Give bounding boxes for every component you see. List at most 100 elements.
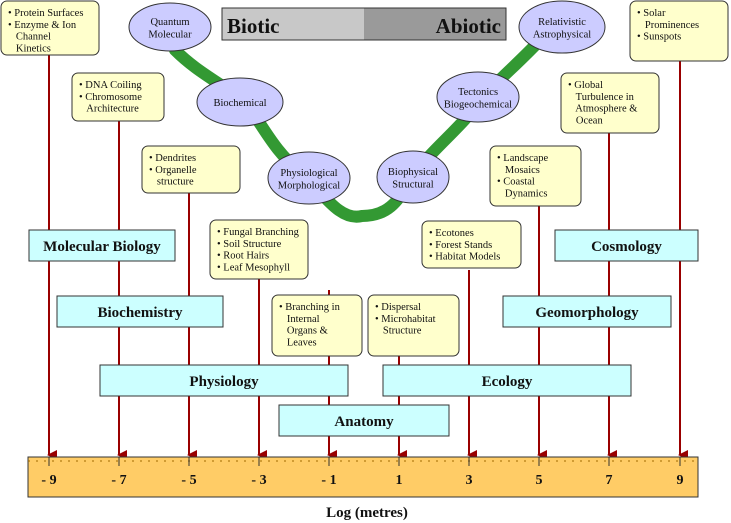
axis-label: Log (metres) [326, 505, 408, 521]
note-line: Ocean [568, 115, 603, 126]
field-physiology: Physiology [99, 364, 349, 397]
note-line: • Soil Structure [217, 239, 282, 250]
field-label: Molecular Biology [43, 239, 161, 255]
note-ecotones: • Ecotones• Forest Stands• Habitat Model… [421, 220, 522, 269]
field-box [502, 295, 672, 328]
note-line: • Sunspots [637, 32, 681, 43]
ellipse-label: Quantum [150, 17, 189, 28]
note-line: • Coastal [497, 177, 535, 188]
note-line: • Organelle [149, 165, 197, 176]
note-line: • Ecotones [429, 228, 474, 239]
note-box [560, 72, 660, 134]
ellipse-shape [196, 77, 284, 127]
note-landscape-mosaics: • Landscape Mosaics• Coastal Dynamics [489, 145, 582, 207]
field-anatomy: Anatomy [278, 404, 450, 437]
note-line: • DNA Coiling [79, 80, 142, 91]
note-fungal-branching: • Fungal Branching• Soil Structure• Root… [209, 219, 309, 280]
tick-label-minus-9: - 9 [41, 473, 56, 488]
biotic-abiotic-header: Biotic Abiotic [221, 7, 507, 41]
field-box [56, 295, 224, 328]
header-frame [221, 7, 507, 41]
field-box [554, 229, 699, 262]
note-line: Turbulence in [568, 92, 635, 103]
note-line: • Dispersal [375, 302, 421, 313]
field-ecology: Ecology [382, 364, 632, 397]
tick-label-3: 3 [466, 473, 473, 488]
note-line: Leaves [279, 337, 317, 348]
note-line: • Solar [637, 8, 666, 19]
note-line: Channel [8, 32, 51, 43]
field-biochemistry: Biochemistry [56, 295, 224, 328]
ellipse-label: Molecular [148, 29, 192, 40]
ellipse-label: Physiological [280, 168, 337, 179]
note-box [367, 294, 460, 357]
header-abiotic-label: Abiotic [436, 14, 501, 38]
note-box [71, 72, 165, 122]
tick-label-minus-7: - 7 [111, 473, 126, 488]
field-cosmology: Cosmology [554, 229, 699, 262]
note-line: Kinetics [8, 43, 51, 54]
note-solar-prominences: • Solar Prominences• Sunspots [629, 0, 729, 62]
discipline-boxes: Molecular BiologyBiochemistryPhysiologyA… [28, 229, 699, 437]
note-line: • Habitat Models [429, 252, 500, 263]
note-line: Mosaics [497, 165, 540, 176]
tick-label-9: 9 [677, 473, 684, 488]
ellipse-shape [518, 0, 606, 54]
field-box [382, 364, 632, 397]
tick-label-minus-3: - 3 [251, 473, 266, 488]
field-label: Biochemistry [98, 305, 183, 321]
header-biotic-panel [222, 8, 364, 40]
note-line: • Landscape [497, 153, 549, 164]
note-line: • Dendrites [149, 153, 196, 164]
note-line: • Root Hairs [217, 251, 269, 262]
note-line: • Leaf Mesophyll [217, 262, 290, 273]
example-notes: • Protein Surfaces• Enzyme & Ion Channel… [0, 0, 729, 357]
ellipse-label: Relativistic [538, 17, 586, 28]
field-label: Physiology [189, 374, 259, 390]
note-line: • Chromosome [79, 92, 142, 103]
note-line: Dynamics [497, 188, 547, 199]
note-box [271, 294, 363, 357]
note-line: Organs & [279, 326, 328, 337]
note-branching-organs: • Branching in Internal Organs & Leaves [271, 294, 363, 357]
field-box [28, 229, 176, 262]
tick-label-1: 1 [396, 473, 403, 488]
note-line: structure [149, 177, 194, 188]
note-line: Atmosphere & [568, 104, 637, 115]
header-biotic-label: Biotic [227, 14, 280, 38]
ellipse-label: Astrophysical [533, 29, 591, 40]
ellipse-label: Biochemical [213, 98, 266, 109]
note-line: Structure [375, 326, 422, 337]
note-line: • Forest Stands [429, 240, 492, 251]
note-box [629, 0, 729, 62]
ruler-bar [27, 456, 699, 498]
field-box [99, 364, 349, 397]
note-line: • Enzyme & Ion [8, 20, 77, 31]
note-line: • Microhabitat [375, 314, 436, 325]
note-box [421, 220, 522, 269]
ellipse-label: Morphological [278, 180, 340, 191]
ellipse-biochemical: Biochemical [196, 77, 284, 127]
field-box [278, 404, 450, 437]
field-label: Anatomy [334, 414, 394, 430]
note-box [141, 145, 241, 194]
note-line: Architecture [79, 104, 139, 115]
tick-label-minus-5: - 5 [181, 473, 196, 488]
ellipse-shape [376, 150, 450, 204]
note-line: • Global [568, 80, 603, 91]
ellipse-shape [436, 71, 520, 123]
ellipse-label: Biogeochemical [444, 99, 512, 110]
tick-label-7: 7 [606, 473, 613, 488]
ellipse-shape [128, 2, 212, 52]
note-protein-surfaces: • Protein Surfaces• Enzyme & Ion Channel… [0, 0, 100, 56]
note-dna-coiling: • DNA Coiling• Chromosome Architecture [71, 72, 165, 122]
note-box [0, 0, 100, 56]
note-line: • Fungal Branching [217, 227, 300, 238]
